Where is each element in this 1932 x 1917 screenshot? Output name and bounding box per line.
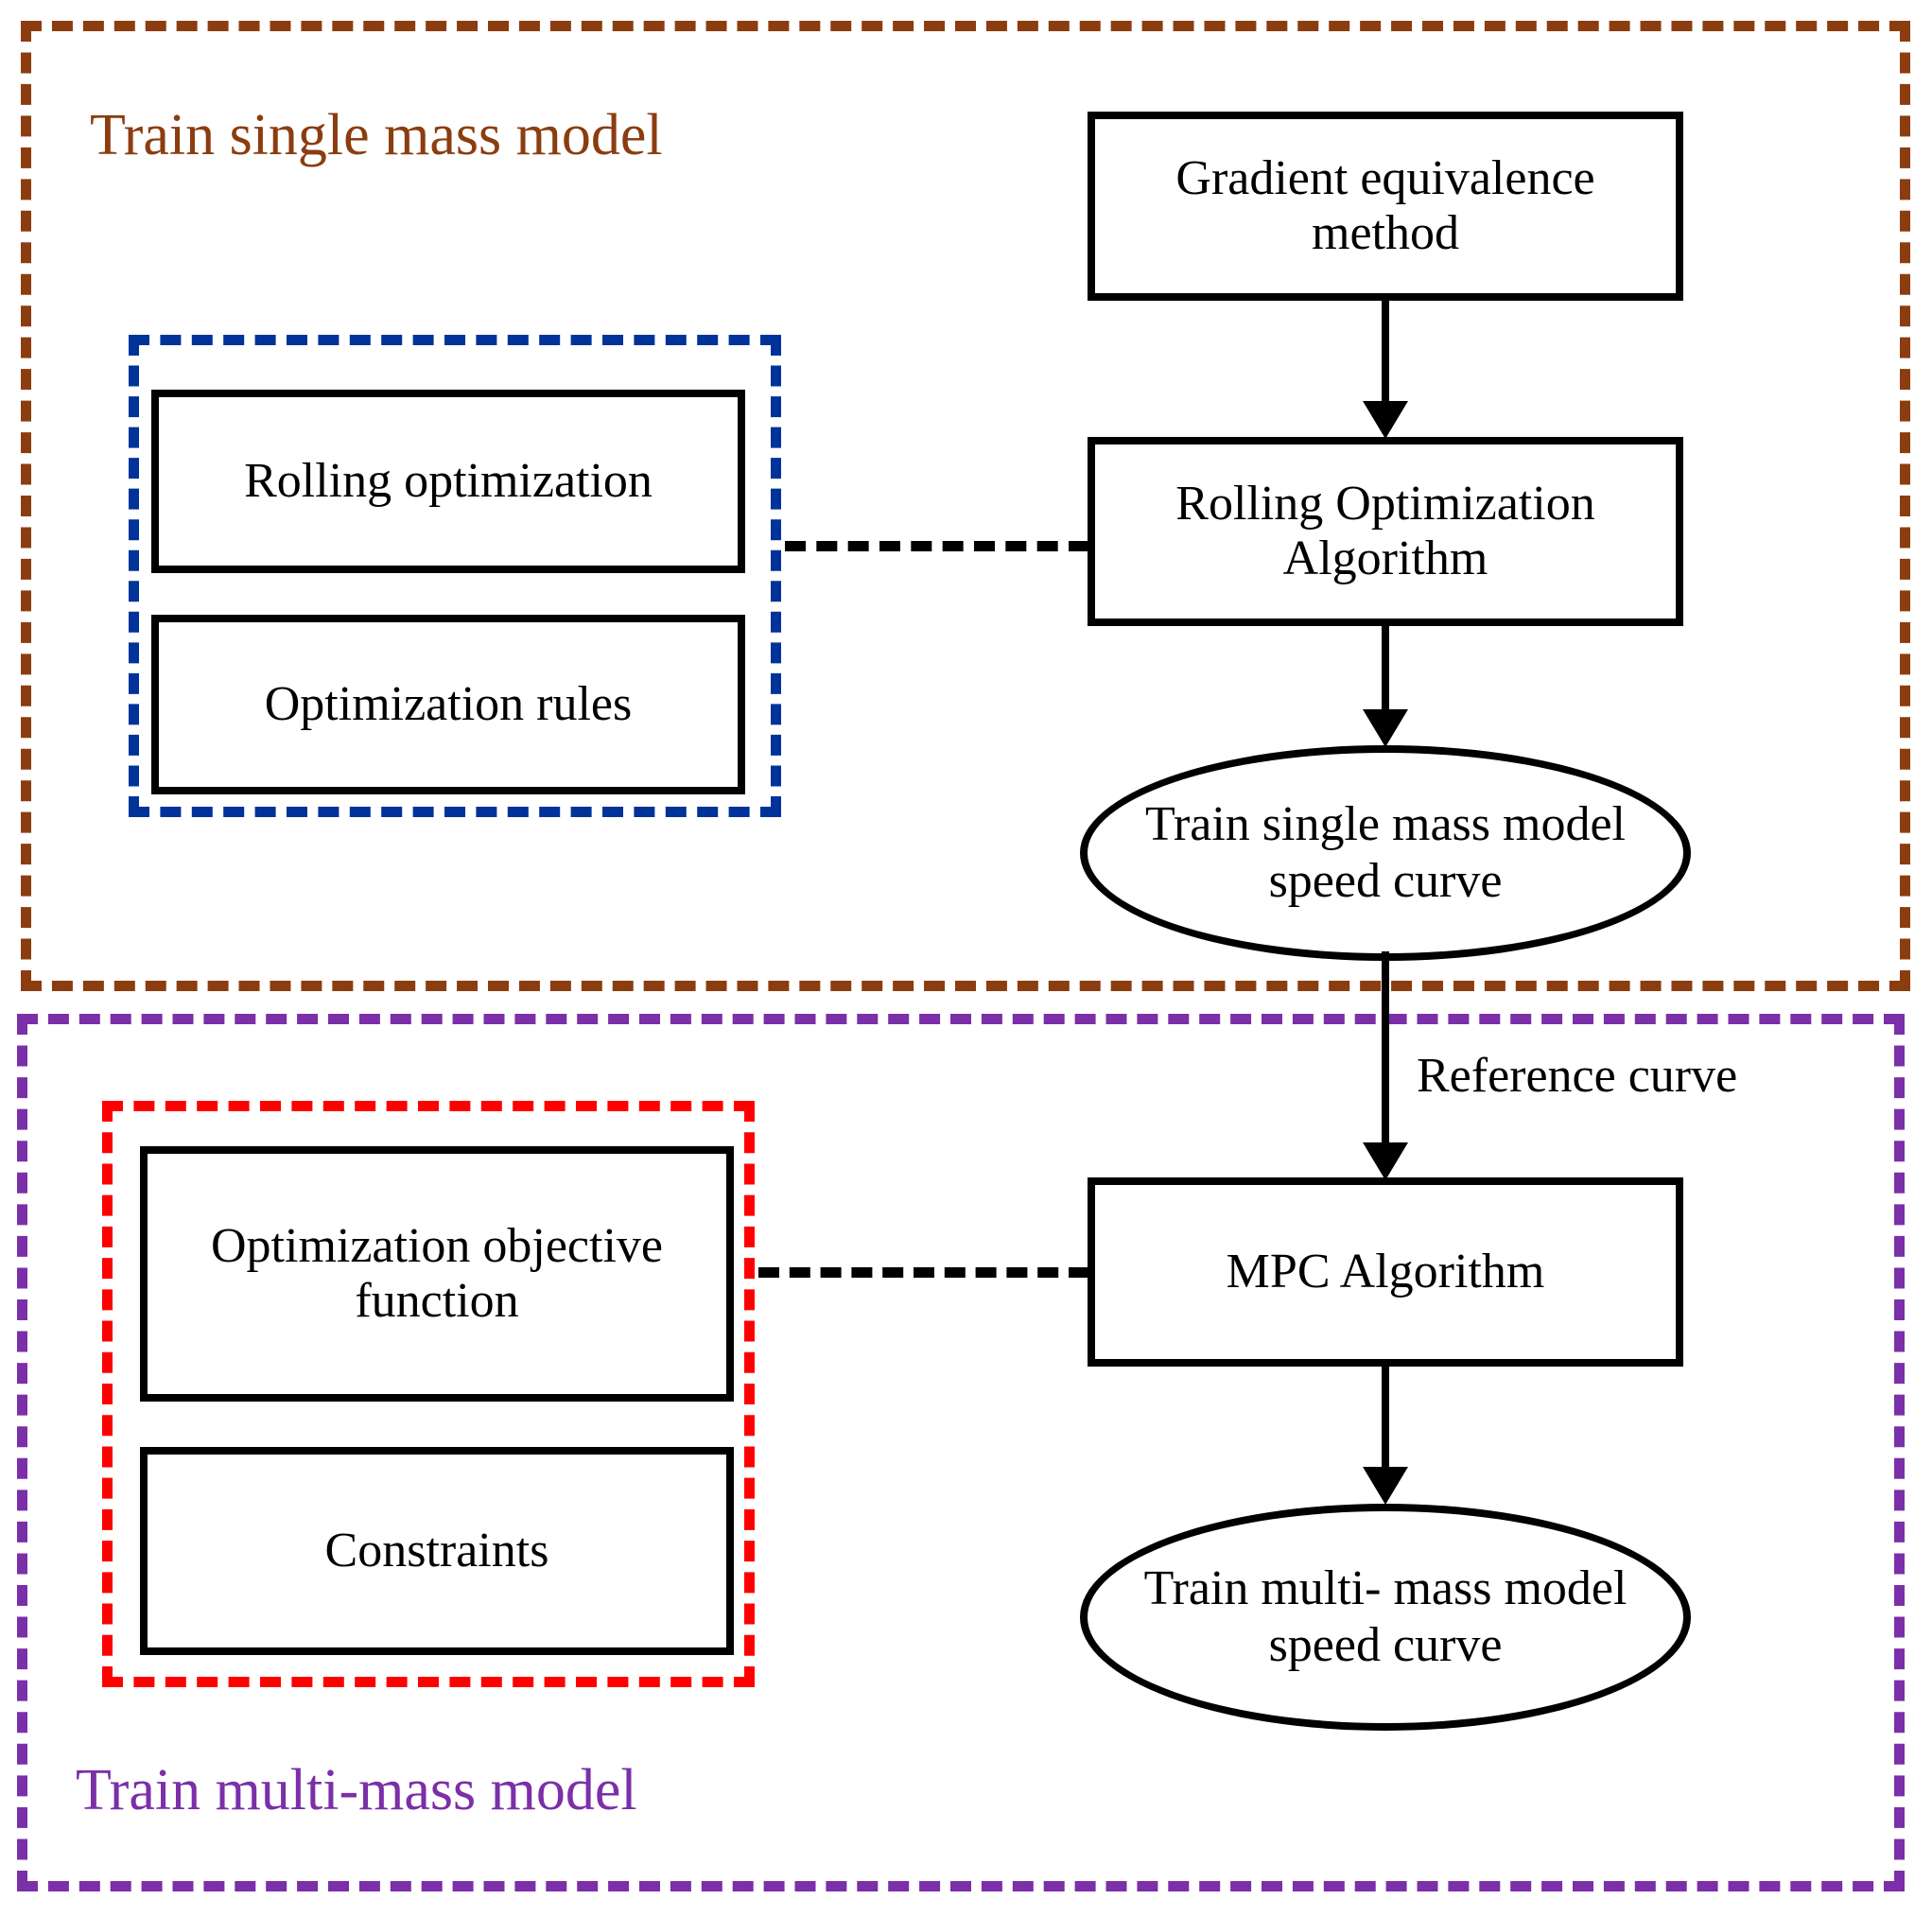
edge-label-reference-curve: Reference curve xyxy=(1417,1049,1738,1103)
connector-mpc-to-multi-mass-curve xyxy=(1382,1367,1389,1471)
arrowhead-mpc-to-multi-mass-curve xyxy=(1363,1467,1408,1505)
section-train-single-mass-model xyxy=(21,21,1910,991)
connector-rolling-algorithm-to-single-mass-curve xyxy=(1382,626,1389,713)
node-train-multi-mass-model-speed-curve[interactable]: Train multi- mass model speed curve xyxy=(1080,1504,1691,1731)
section-title-train-single-mass-model: Train single mass model xyxy=(90,103,663,167)
node-rolling-optimization[interactable]: Rolling optimization xyxy=(151,390,745,573)
group-rolling-optimization xyxy=(129,335,781,817)
group-mpc-inputs xyxy=(102,1101,755,1687)
node-optimization-rules[interactable]: Optimization rules xyxy=(151,615,745,794)
connector-mpc-inputs-group-to-mpc-algorithm xyxy=(758,1267,1089,1278)
arrowhead-gradient-to-rolling-algorithm xyxy=(1363,401,1408,439)
connector-gradient-to-rolling-algorithm xyxy=(1382,301,1389,405)
node-train-single-mass-model-speed-curve[interactable]: Train single mass model speed curve xyxy=(1080,745,1691,961)
node-mpc-algorithm[interactable]: MPC Algorithm xyxy=(1088,1177,1683,1367)
arrowhead-single-mass-curve-to-mpc xyxy=(1363,1142,1408,1180)
connector-single-mass-curve-to-mpc xyxy=(1382,951,1389,1146)
arrowhead-rolling-algorithm-to-single-mass-curve xyxy=(1363,709,1408,747)
section-title-train-multi-mass-model: Train multi-mass model xyxy=(76,1758,637,1822)
node-rolling-optimization-algorithm[interactable]: Rolling Optimization Algorithm xyxy=(1088,437,1683,626)
connector-rolling-group-to-rolling-algorithm xyxy=(785,541,1089,551)
node-constraints[interactable]: Constraints xyxy=(140,1447,734,1655)
node-optimization-objective-function[interactable]: Optimization objective function xyxy=(140,1146,734,1402)
node-gradient-equivalence-method[interactable]: Gradient equivalence method xyxy=(1088,112,1683,301)
section-train-multi-mass-model xyxy=(17,1014,1905,1891)
